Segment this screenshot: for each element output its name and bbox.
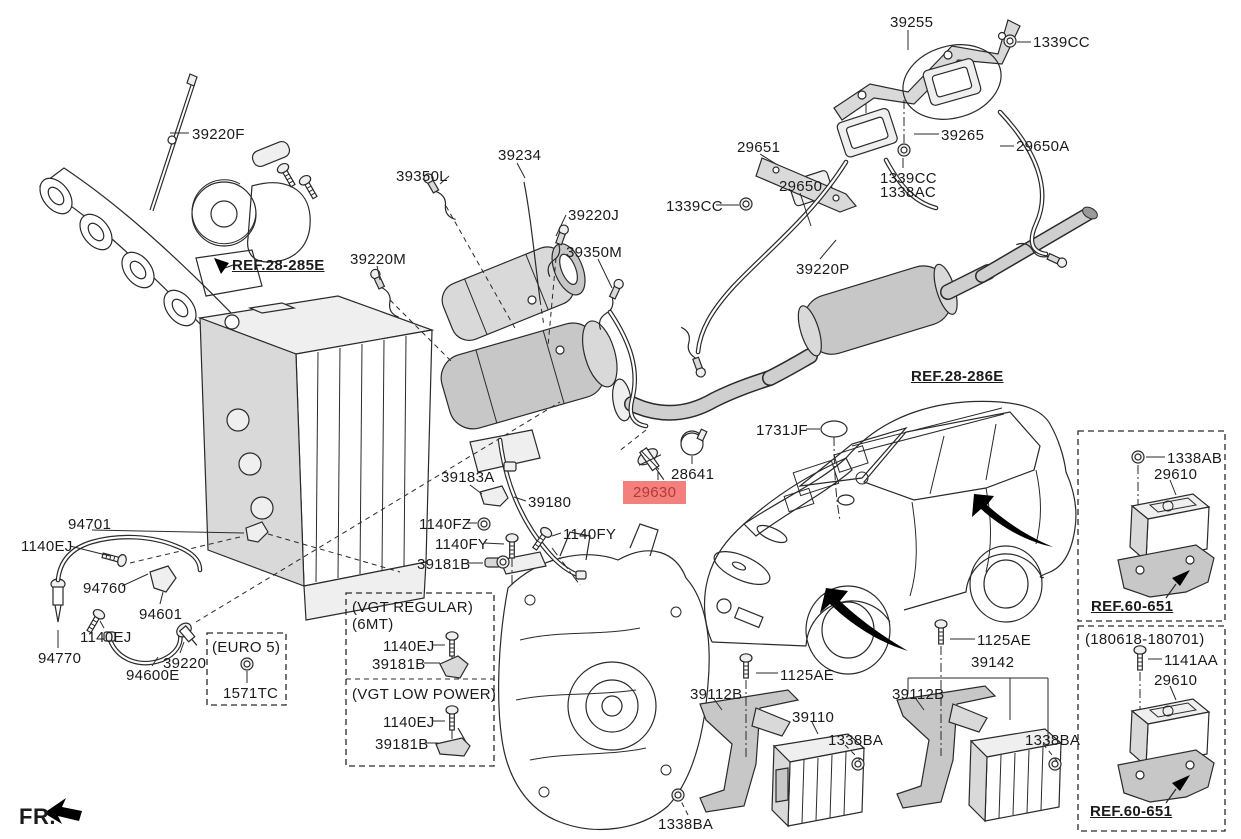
front-direction-arrow-icon: [44, 798, 82, 824]
euro5-box-art: [206, 632, 287, 706]
vgt-box-art: [345, 592, 495, 767]
engine-block-art: [197, 295, 435, 621]
ecu-left-art: [671, 653, 866, 828]
leader-lines: [57, 30, 1177, 744]
transmission-art: [498, 523, 710, 831]
ecu-right-art: [896, 619, 1063, 823]
ecm-box-top-art: [1077, 430, 1226, 622]
muffler-art: [762, 206, 1098, 386]
turbo-manifold-art: [38, 73, 321, 331]
sensor-bracket-art: [679, 19, 1069, 379]
mid-fasteners-art: [477, 437, 587, 586]
exhaust-sensors-art: [368, 171, 708, 481]
left-sensors-art: [50, 401, 561, 666]
ecm-box-bottom-art: [1077, 625, 1226, 832]
catalyst-art: [440, 243, 778, 473]
car-art: [703, 400, 1077, 675]
leader-lines-dashed: [680, 743, 1058, 816]
